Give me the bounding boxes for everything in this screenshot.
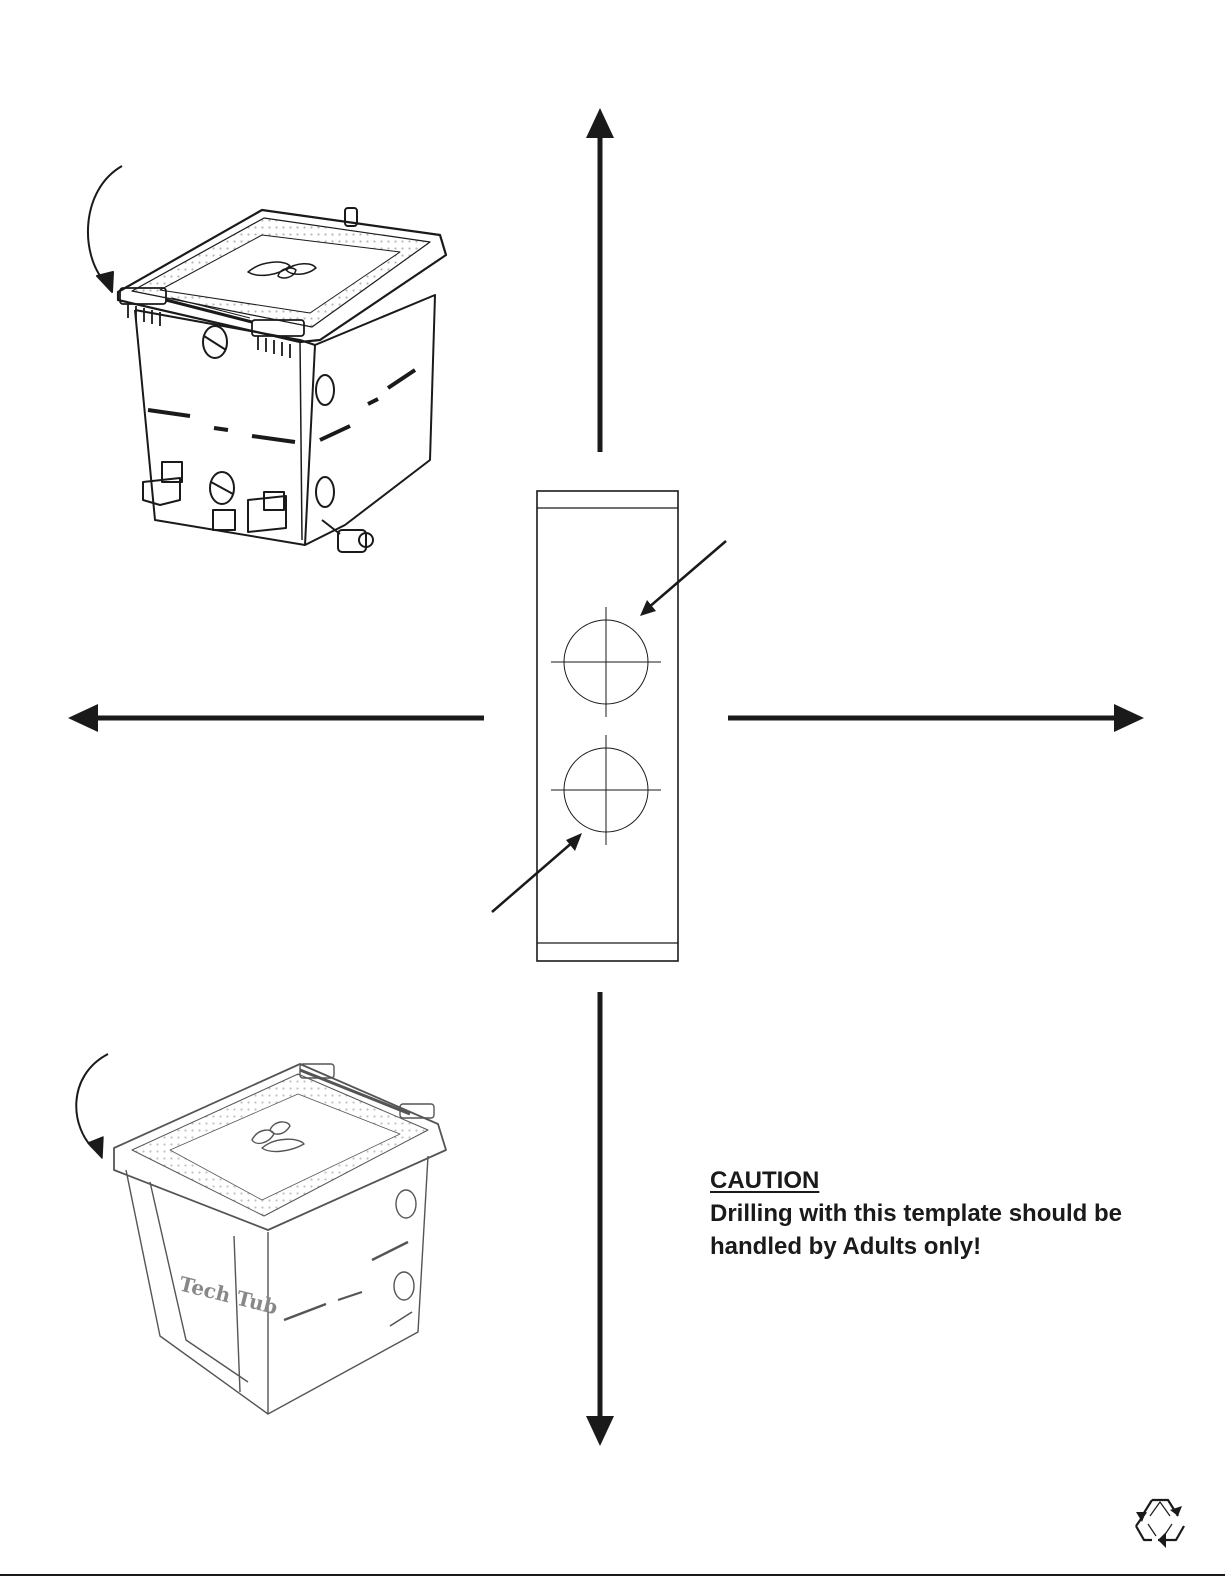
curved-arrow-bottom [76,1054,108,1158]
pointer-arrow-upper [640,541,726,616]
drill-hole-lower [551,735,661,845]
svg-text:Tech Tub: Tech Tub [177,1272,280,1320]
curved-arrow-top [88,166,122,292]
pointer-arrows [492,541,726,912]
drilling-template-strip [537,491,678,961]
caution-line-1: Drilling with this template should be [710,1197,1190,1230]
compost-bin-top-illustration [88,166,446,552]
compost-bin-bottom-illustration: Tech Tub [76,1054,446,1414]
caution-line-2: handled by Adults only! [710,1230,1190,1263]
arrow-right [728,704,1144,732]
recycle-icon [1136,1500,1184,1548]
arrow-up [586,108,614,452]
caution-heading: CAUTION [710,1164,1190,1197]
arrow-left [68,704,484,732]
caution-note: CAUTION Drilling with this template shou… [710,1164,1190,1263]
drill-hole-upper [551,607,661,717]
arrow-down [586,992,614,1446]
